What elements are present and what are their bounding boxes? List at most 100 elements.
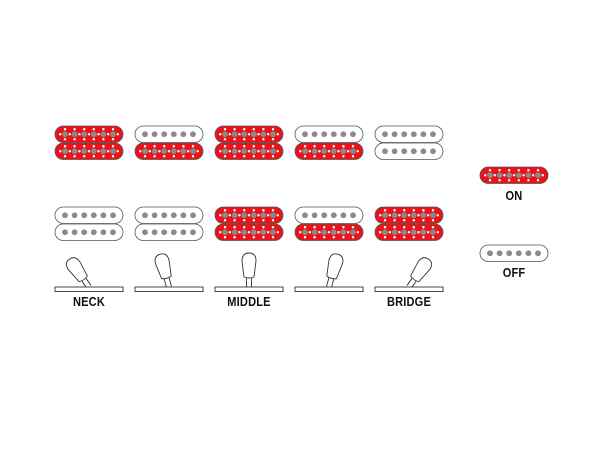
pole-piece <box>401 148 408 155</box>
pole-piece <box>90 212 97 219</box>
pole-piece <box>270 212 276 219</box>
pole-piece <box>391 229 398 236</box>
pole-piece <box>222 212 228 219</box>
pole-piece <box>420 131 427 138</box>
selector-switch-icon <box>214 252 284 292</box>
pole-piece <box>515 250 522 257</box>
pole-piece <box>180 148 187 155</box>
pole-piece <box>62 212 68 219</box>
pole-piece <box>535 250 541 257</box>
pole-piece <box>321 148 328 155</box>
pole-piece <box>250 229 257 236</box>
pole-piece <box>81 212 88 219</box>
top-pickup-coil-1 <box>214 125 284 143</box>
legend-off-label: OFF <box>502 265 526 280</box>
pole-piece <box>401 131 408 138</box>
pole-piece <box>302 148 308 155</box>
position-label-middle: MIDDLE <box>227 294 271 309</box>
pole-piece <box>401 212 408 219</box>
pole-piece <box>410 229 417 236</box>
pole-piece <box>110 131 116 138</box>
pole-piece <box>170 131 177 138</box>
pole-piece <box>170 229 177 236</box>
pole-piece <box>311 229 318 236</box>
pole-piece <box>151 212 158 219</box>
pole-piece <box>410 148 417 155</box>
pole-piece <box>391 212 398 219</box>
pole-piece <box>350 212 356 219</box>
pole-piece <box>330 131 337 138</box>
pole-piece <box>321 131 328 138</box>
pole-piece <box>180 131 187 138</box>
pole-piece <box>260 131 267 138</box>
pole-piece <box>401 229 408 236</box>
pole-piece <box>430 148 436 155</box>
pole-piece <box>302 131 308 138</box>
pole-piece <box>535 172 541 179</box>
pole-piece <box>100 212 107 219</box>
top-pickup-coil-2 <box>374 142 444 160</box>
pole-piece <box>241 212 248 219</box>
pole-piece <box>190 148 196 155</box>
bottom-pickup-coil-2 <box>134 223 204 241</box>
pole-piece <box>151 229 158 236</box>
pole-piece <box>250 131 257 138</box>
pole-piece <box>81 131 88 138</box>
pole-piece <box>190 229 196 236</box>
pole-piece <box>62 229 68 236</box>
pole-piece <box>110 212 116 219</box>
pole-piece <box>241 148 248 155</box>
pole-piece <box>71 131 78 138</box>
pole-piece <box>62 131 68 138</box>
pole-piece <box>382 148 388 155</box>
pole-piece <box>222 229 228 236</box>
pole-piece <box>302 229 308 236</box>
pole-piece <box>142 212 148 219</box>
pole-piece <box>410 131 417 138</box>
selector-switch-icon <box>294 253 364 292</box>
pole-piece <box>222 148 228 155</box>
legend-on-label: ON <box>505 188 523 203</box>
bottom-pickup-coil-2 <box>214 223 284 241</box>
pole-piece <box>231 229 238 236</box>
bottom-pickup-coil-1 <box>294 206 364 224</box>
pole-piece <box>231 148 238 155</box>
pole-piece <box>340 131 347 138</box>
pole-piece <box>142 148 148 155</box>
pole-piece <box>525 172 532 179</box>
pole-piece <box>81 148 88 155</box>
pole-piece <box>180 212 187 219</box>
pole-piece <box>71 212 78 219</box>
pole-piece <box>260 212 267 219</box>
pole-piece <box>142 131 148 138</box>
pole-piece <box>161 131 168 138</box>
top-pickup-coil-1 <box>374 125 444 143</box>
bottom-pickup-coil-1 <box>54 206 124 224</box>
pole-piece <box>81 229 88 236</box>
pole-piece <box>350 131 356 138</box>
pole-piece <box>100 131 107 138</box>
pole-piece <box>321 229 328 236</box>
pole-piece <box>222 131 228 138</box>
pole-piece <box>100 148 107 155</box>
pole-piece <box>270 229 276 236</box>
pole-piece <box>506 250 513 257</box>
pole-piece <box>250 148 257 155</box>
pole-piece <box>161 229 168 236</box>
pole-piece <box>170 212 177 219</box>
pole-piece <box>330 148 337 155</box>
pole-piece <box>151 131 158 138</box>
pole-piece <box>391 148 398 155</box>
pole-piece <box>161 148 168 155</box>
pole-piece <box>340 229 347 236</box>
pole-piece <box>430 229 436 236</box>
bottom-pickup-coil-1 <box>214 206 284 224</box>
pole-piece <box>190 212 196 219</box>
pole-piece <box>525 250 532 257</box>
pole-piece <box>241 229 248 236</box>
pole-piece <box>241 131 248 138</box>
pole-piece <box>190 131 196 138</box>
pole-piece <box>506 172 513 179</box>
pole-piece <box>340 148 347 155</box>
pole-piece <box>487 172 493 179</box>
